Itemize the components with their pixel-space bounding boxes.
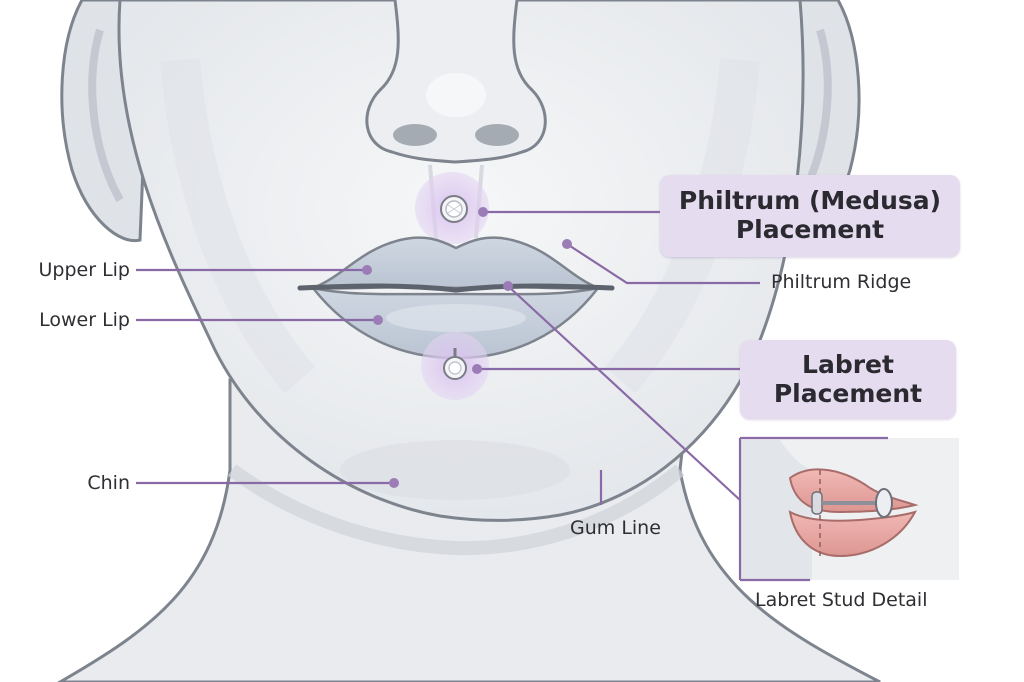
callout-philtrum-placement: Philtrum (Medusa) Placement (660, 175, 960, 257)
dot-lower-lip (373, 315, 383, 325)
callout-labret-line1: Labret (802, 349, 894, 379)
dot-upper-lip (362, 265, 372, 275)
dot-philtrum-ridge (562, 239, 572, 249)
callout-philtrum-line2: Placement (735, 215, 885, 244)
leader-philtrum-ridge (566, 243, 760, 285)
anchor-dots (362, 207, 572, 488)
label-gum-line: Gum Line (570, 517, 661, 539)
callout-labret-placement: Labret Placement (740, 340, 956, 419)
labret-piercing (421, 332, 489, 400)
lips (297, 236, 615, 360)
callout-labret-line2: Placement (773, 378, 923, 408)
dot-detail (503, 281, 513, 291)
philtrum-piercing (415, 172, 489, 244)
nose (365, 0, 547, 164)
label-stud-detail: Labret Stud Detail (755, 589, 928, 611)
dot-labret (472, 364, 482, 374)
label-chin: Chin (87, 472, 130, 494)
callout-philtrum-line1: Philtrum (Medusa) (678, 186, 942, 216)
dot-chin (389, 478, 399, 488)
label-lower-lip: Lower Lip (39, 309, 130, 331)
label-philtrum-ridge: Philtrum Ridge (771, 271, 912, 293)
leader-detail (507, 285, 741, 501)
leader-lines (136, 210, 888, 582)
labret-stud-detail-inset (741, 438, 959, 580)
dot-philtrum (478, 207, 488, 217)
label-upper-lip: Upper Lip (38, 259, 131, 281)
